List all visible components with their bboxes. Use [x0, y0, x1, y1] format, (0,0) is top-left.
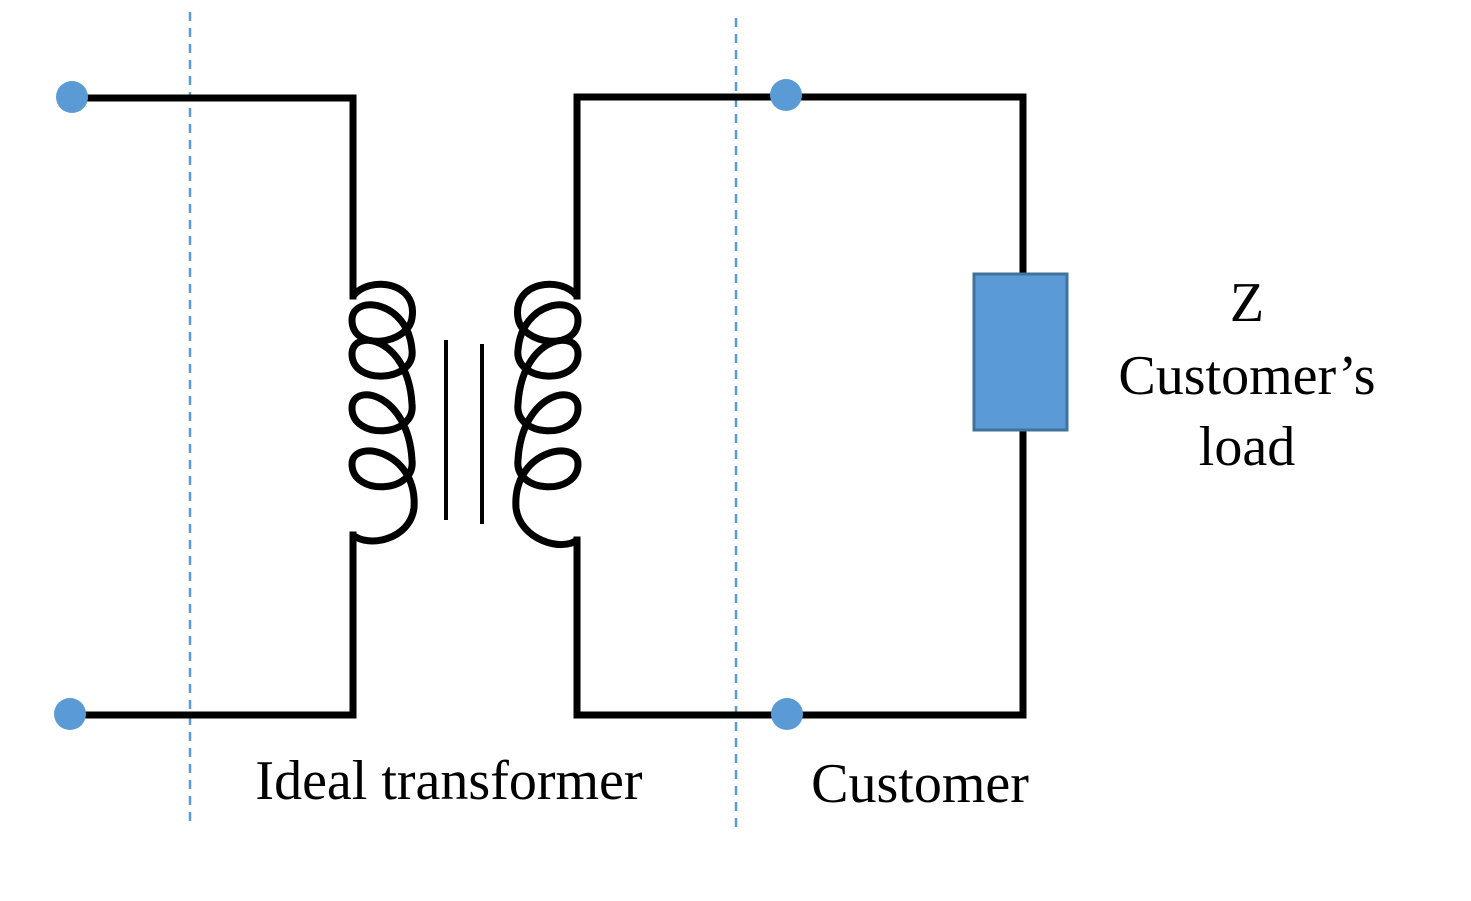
customer-terminal-top: [770, 79, 802, 111]
customer-label: Customer: [811, 753, 1029, 815]
customer-load-impedance: [972, 272, 1069, 432]
input-terminal-bottom: [54, 698, 86, 730]
primary-bottom-wire: [66, 606, 357, 719]
primary-top-wire: [68, 94, 357, 226]
load-name-line2: load: [1199, 416, 1295, 478]
load-name-line1: Customer’s: [1118, 345, 1375, 407]
secondary-coil: [512, 280, 582, 548]
load-symbol-label: Z: [1230, 272, 1264, 334]
secondary-bottom-wire: [573, 426, 1027, 719]
secondary-top-wire: [573, 93, 1027, 279]
secondary-circuit: [512, 93, 1027, 719]
transformer-core: [444, 340, 484, 524]
input-terminal-top: [56, 81, 88, 113]
primary-coil: [348, 280, 418, 545]
customer-terminal-bottom: [771, 698, 803, 730]
primary-circuit: [66, 94, 418, 719]
ideal-transformer-label: Ideal transformer: [255, 750, 642, 812]
